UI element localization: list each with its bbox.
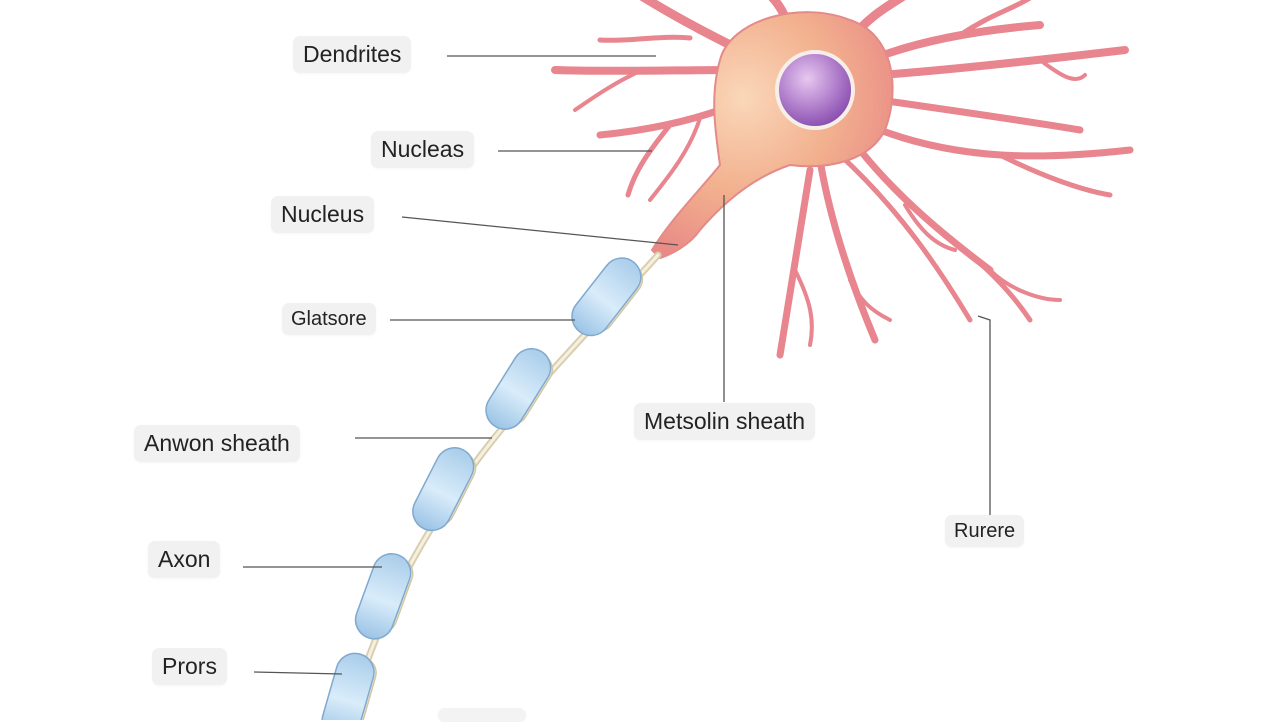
nucleus-organelle: [775, 50, 855, 130]
label-glatsore: Glatsore: [282, 303, 376, 335]
label-dendrites: Dendrites: [293, 36, 412, 73]
label-metsolin-sheath: Metsolin sheath: [634, 403, 816, 440]
label-rurere: Rurere: [945, 515, 1025, 547]
myelin-sheath: [321, 257, 644, 720]
leader-lines: [243, 55, 991, 675]
label-nucleas: Nucleas: [371, 131, 475, 168]
label-anwon-sheath: Anwon sheath: [134, 425, 300, 462]
label-prors: Prors: [152, 648, 227, 685]
leader-prors: [253, 671, 343, 675]
label-axon: Axon: [148, 541, 221, 578]
dendrites: [551, 0, 1134, 359]
label-nucleus: Nucleus: [271, 196, 375, 233]
label-partial-bottom: [438, 708, 526, 722]
leader-rurere: [977, 315, 991, 515]
cell-body: [650, 11, 894, 260]
leader-nucleus: [401, 216, 679, 246]
